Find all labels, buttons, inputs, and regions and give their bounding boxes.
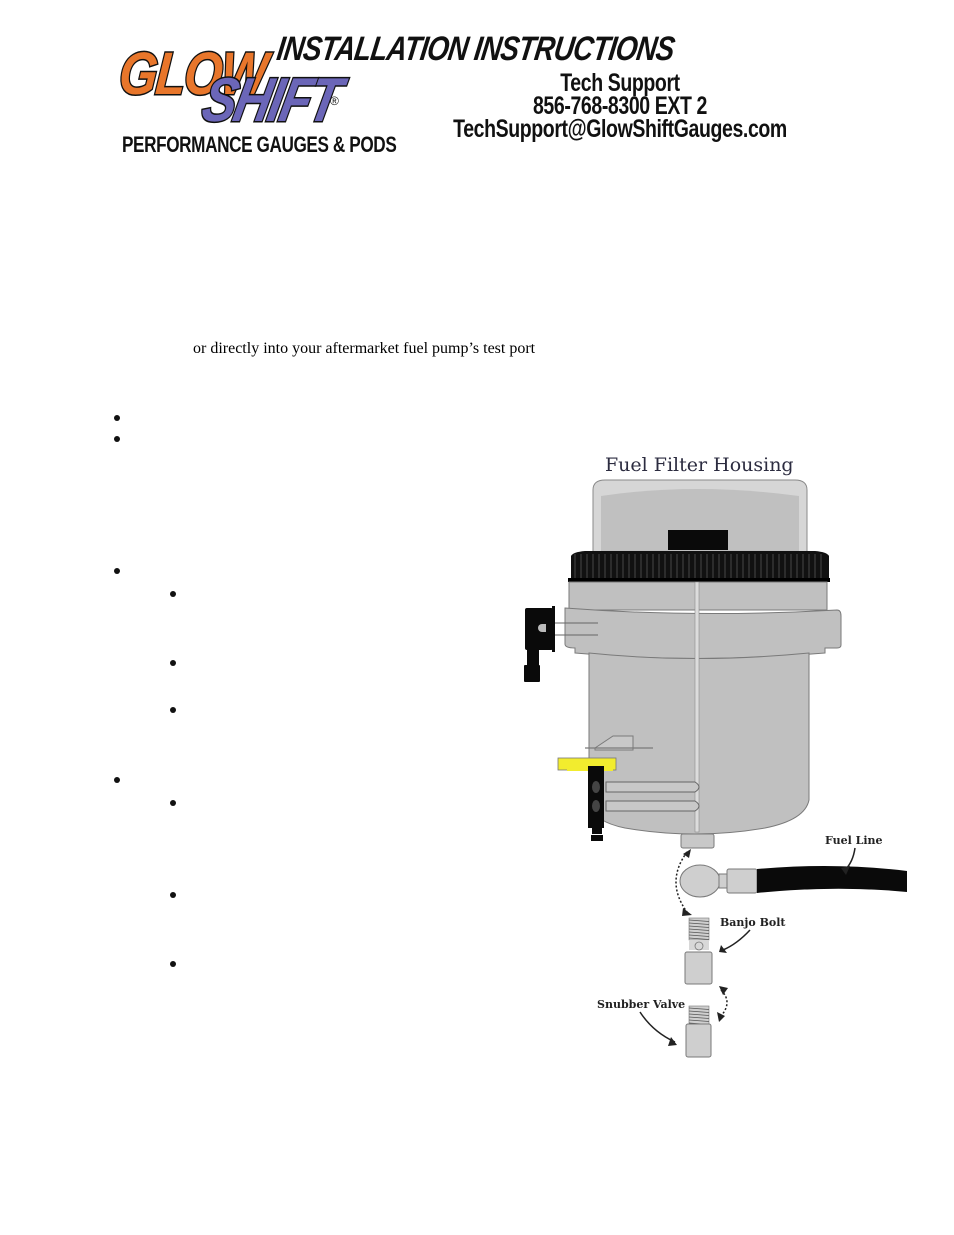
bullet-level-1 <box>114 568 120 574</box>
bullet-level-2 <box>170 961 176 967</box>
bullet-level-1 <box>114 777 120 783</box>
bullet-level-2 <box>170 591 176 597</box>
bullet-level-2 <box>170 660 176 666</box>
bullet-level-2 <box>170 800 176 806</box>
bullet-level-1 <box>114 436 120 442</box>
logo-tagline: PERFORMANCE GAUGES & PODS <box>122 132 397 157</box>
label-fuel-line: Fuel Line <box>825 834 883 847</box>
figure-title: Fuel Filter Housing <box>605 454 794 476</box>
fuel-filter-diagram: Fuel Filter Housing Fuel Line Banjo Bolt… <box>515 450 915 1070</box>
document-header: GLOW SHIFT ® PERFORMANCE GAUGES & PODS I… <box>0 0 954 170</box>
bullet-level-1 <box>114 415 120 421</box>
label-snubber-valve: Snubber Valve <box>597 998 686 1011</box>
tech-support-block: Tech Support 856-768-8300 EXT 2 TechSupp… <box>400 69 840 143</box>
label-banjo-bolt: Banjo Bolt <box>720 916 786 929</box>
support-phone: 856-768-8300 EXT 2 <box>532 92 708 120</box>
document-title: INSTALLATION INSTRUCTIONS <box>274 30 677 68</box>
fuel-filter-illustration <box>524 479 907 1058</box>
glowshift-logo: GLOW SHIFT ® PERFORMANCE GAUGES & PODS <box>115 39 397 162</box>
intro-text-line: or directly into your aftermarket fuel p… <box>193 340 536 357</box>
logo-word-shift: SHIFT <box>195 65 346 137</box>
support-label: Tech Support <box>560 69 680 97</box>
bullet-level-2 <box>170 707 176 713</box>
bullet-level-2 <box>170 892 176 898</box>
support-email: TechSupport@GlowShiftGauges.com <box>453 115 787 143</box>
registered-mark: ® <box>330 94 339 108</box>
